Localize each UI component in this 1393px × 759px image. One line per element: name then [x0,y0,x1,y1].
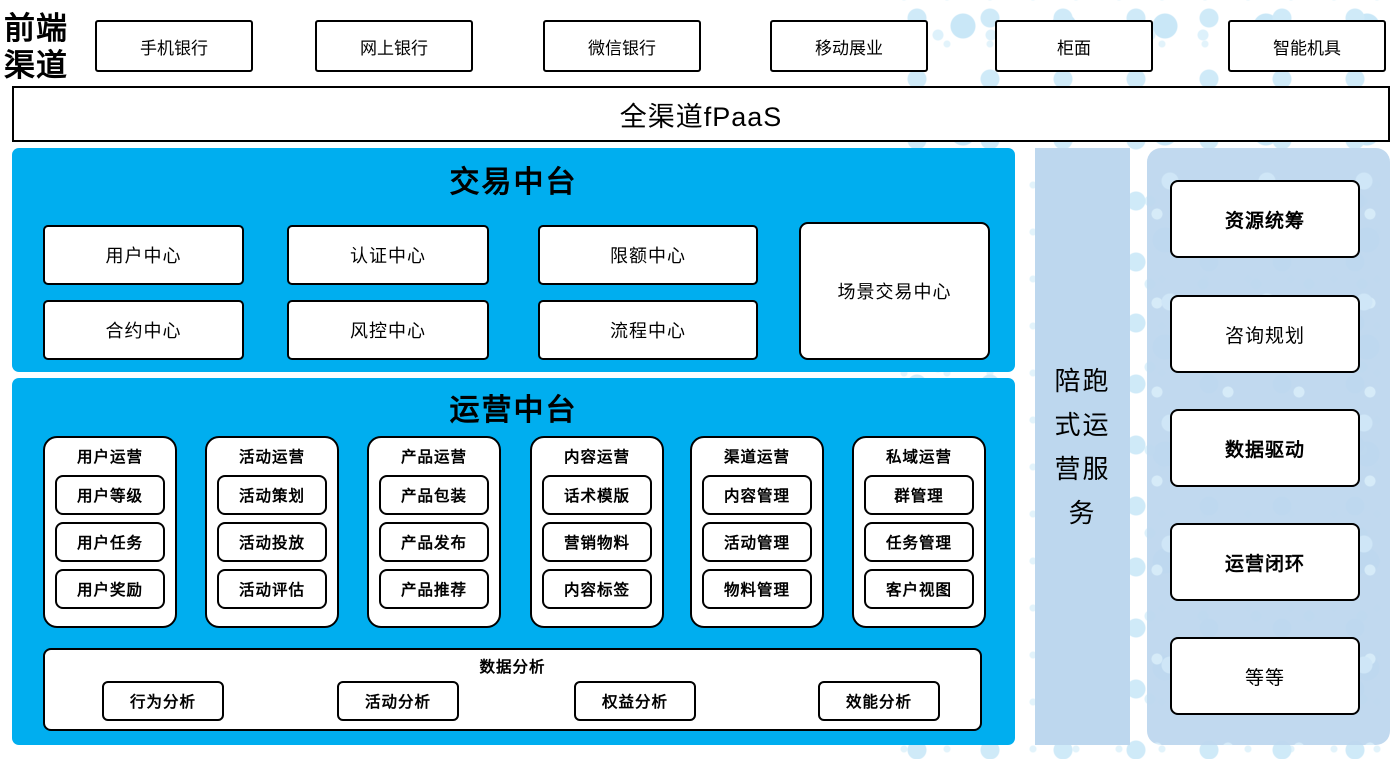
ops-item: 活动投放 [217,522,327,562]
channel-box-online-banking: 网上银行 [315,20,473,72]
ops-item: 任务管理 [864,522,974,562]
ops-item: 物料管理 [702,569,812,609]
trading-platform-block: 交易中台 用户中心 认证中心 限额中心 合约中心 风控中心 流程中心 场景交易中… [12,148,1015,372]
analysis-item-rights: 权益分析 [574,681,696,721]
center-box-contract: 合约中心 [43,300,244,360]
ops-item: 营销物料 [542,522,652,562]
fpaas-bar: 全渠道fPaaS [12,86,1390,142]
ops-group-title: 私域运营 [885,449,952,466]
ops-item: 活动评估 [217,569,327,609]
channel-box-counter: 柜面 [995,20,1153,72]
ops-item: 内容管理 [702,475,812,515]
channel-box-mobile-marketing: 移动展业 [770,20,928,72]
ops-item: 用户任务 [55,522,165,562]
center-box-process: 流程中心 [538,300,758,360]
center-box-auth: 认证中心 [287,225,489,285]
center-box-limit: 限额中心 [538,225,758,285]
channel-box-wechat-banking: 微信银行 [543,20,701,72]
ops-group-product: 产品运营 产品包装 产品发布 产品推荐 [367,436,501,628]
ops-item: 客户视图 [864,569,974,609]
ops-group-user: 用户运营 用户等级 用户任务 用户奖励 [43,436,177,628]
analysis-item-efficiency: 效能分析 [818,681,940,721]
ops-item: 产品推荐 [379,569,489,609]
companion-service-bar: 陪跑式运营服务 [1035,148,1130,745]
trading-platform-title: 交易中台 [449,166,578,199]
ops-item: 群管理 [864,475,974,515]
ops-group-channel: 渠道运营 内容管理 活动管理 物料管理 [690,436,824,628]
ops-item: 活动策划 [217,475,327,515]
center-box-risk: 风控中心 [287,300,489,360]
ops-group-title: 活动运营 [238,449,305,466]
front-channel-label-line2: 渠道 [4,48,68,83]
channel-box-mobile-banking: 手机银行 [95,20,253,72]
ops-group-content: 内容运营 话术模版 营销物料 内容标签 [530,436,664,628]
panel-box-data-driven: 数据驱动 [1170,409,1360,487]
ops-item: 内容标签 [542,569,652,609]
panel-box-etc: 等等 [1170,637,1360,715]
data-analysis-title: 数据分析 [479,659,546,676]
panel-box-resource: 资源统筹 [1170,180,1360,258]
service-panel: 资源统筹 咨询规划 数据驱动 运营闭环 等等 [1147,148,1390,745]
ops-item: 产品发布 [379,522,489,562]
ops-item: 话术模版 [542,475,652,515]
ops-group-title: 内容运营 [563,449,630,466]
ops-group-title: 用户运营 [76,449,143,466]
center-box-scenario-trading: 场景交易中心 [799,222,990,360]
analysis-item-activity: 活动分析 [337,681,459,721]
front-channel-label: 前端 渠道 [4,10,94,84]
ops-group-title: 产品运营 [400,449,467,466]
operation-platform-block: 运营中台 用户运营 用户等级 用户任务 用户奖励 活动运营 活动策划 活动投放 … [12,378,1015,745]
panel-box-closed-loop: 运营闭环 [1170,523,1360,601]
operation-platform-title: 运营中台 [449,394,578,427]
data-analysis-box: 数据分析 行为分析 活动分析 权益分析 效能分析 [43,648,982,731]
ops-item: 用户奖励 [55,569,165,609]
ops-group-activity: 活动运营 活动策划 活动投放 活动评估 [205,436,339,628]
panel-box-consulting: 咨询规划 [1170,295,1360,373]
channel-box-smart-machine: 智能机具 [1228,20,1386,72]
ops-item: 产品包装 [379,475,489,515]
analysis-item-behavior: 行为分析 [102,681,224,721]
ops-item: 活动管理 [702,522,812,562]
front-channel-label-line1: 前端 [4,11,68,46]
companion-service-label: 陪跑式运营服务 [1054,365,1111,528]
ops-item: 用户等级 [55,475,165,515]
ops-group-private-domain: 私域运营 群管理 任务管理 客户视图 [852,436,986,628]
center-box-user: 用户中心 [43,225,244,285]
ops-group-title: 渠道运营 [723,449,790,466]
